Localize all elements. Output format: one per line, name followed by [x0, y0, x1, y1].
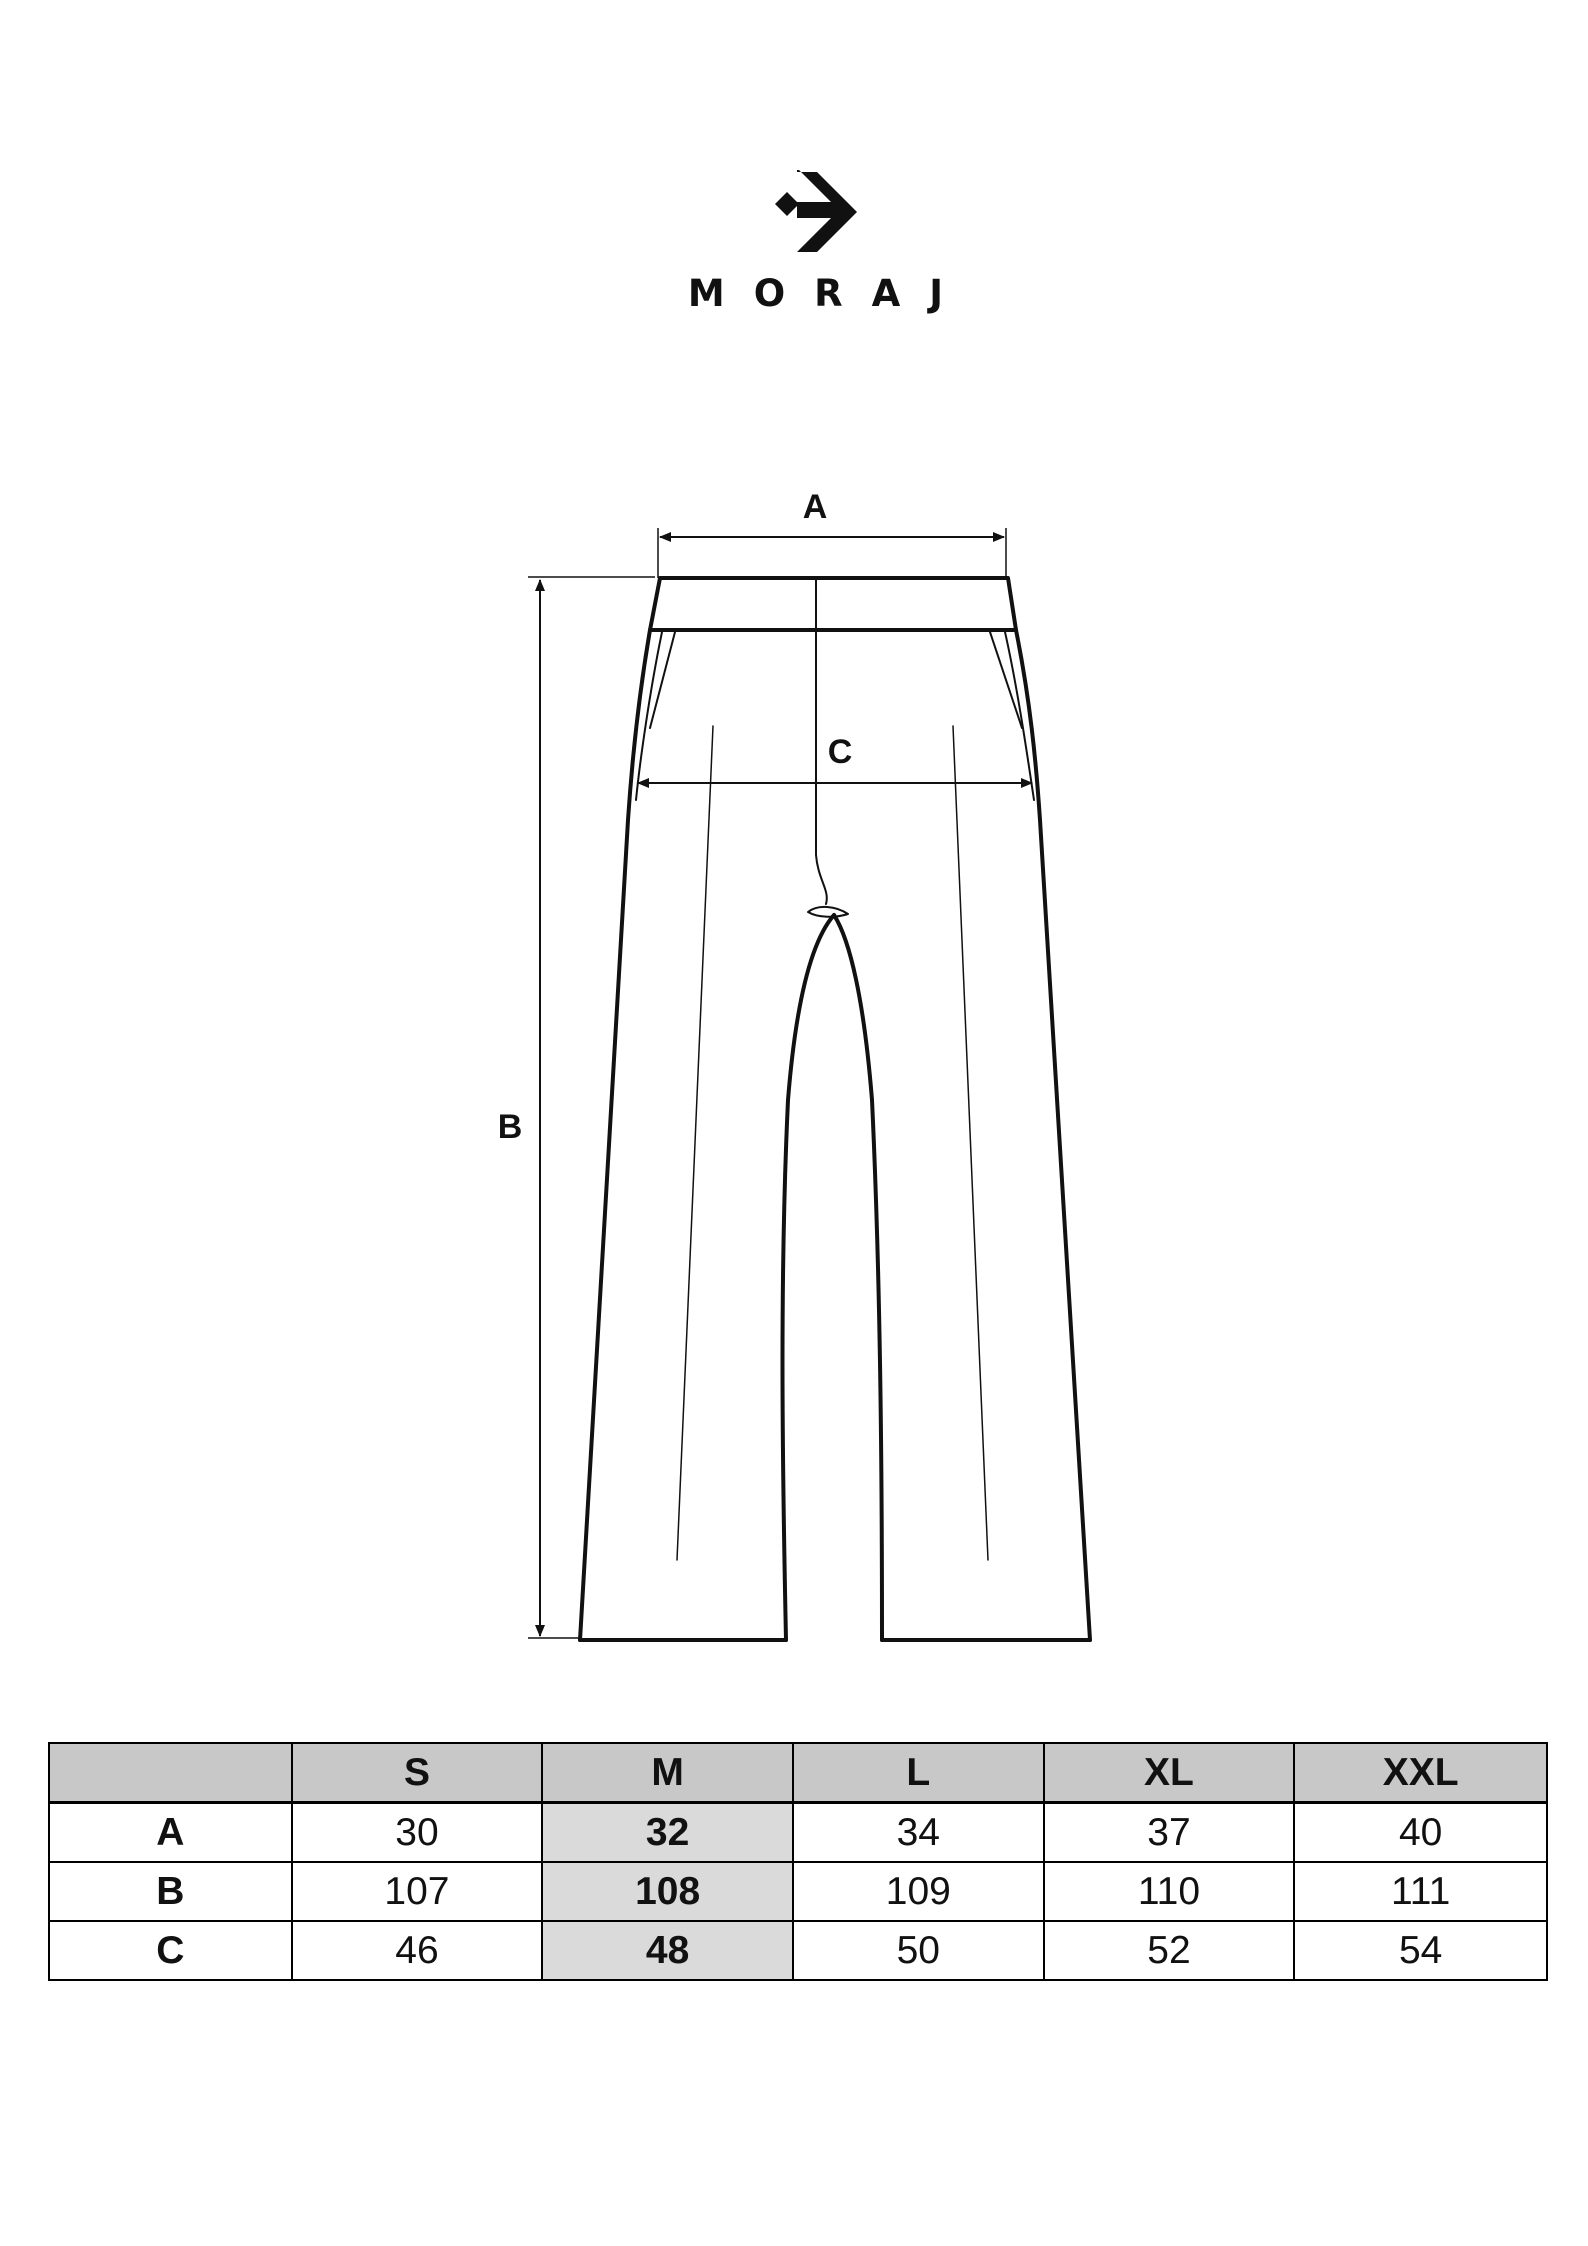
dimension-c: C	[637, 730, 1033, 788]
label-a: A	[803, 488, 828, 526]
table-cell: 111	[1293, 1861, 1548, 1922]
trousers-outline	[578, 576, 1092, 1642]
table-row: B 107 108 109 110 111	[48, 1861, 1548, 1922]
brand-name: MORAJ	[687, 272, 973, 315]
trousers-diagram: A B C	[498, 488, 1092, 1642]
row-label: C	[48, 1920, 293, 1981]
table-cell: 54	[1293, 1920, 1548, 1981]
header-corner	[48, 1742, 293, 1804]
table-header-row: S M L XL XXL	[48, 1742, 1548, 1804]
logo-mark-icon	[775, 170, 857, 252]
table-cell: 46	[290, 1920, 544, 1981]
table-cell: 40	[1293, 1801, 1548, 1863]
size-chart-table: S M L XL XXL A 30 32 34 37 40 B 107 108 …	[48, 1742, 1548, 1981]
label-b: B	[498, 1108, 523, 1146]
table-cell: 30	[290, 1801, 544, 1863]
table-cell: 107	[290, 1861, 544, 1922]
table-cell-highlighted: 108	[541, 1861, 794, 1922]
row-label: A	[48, 1801, 293, 1863]
table-cell: 50	[791, 1920, 1045, 1981]
dimension-b: B	[498, 576, 655, 1639]
table-row: A 30 32 34 37 40	[48, 1801, 1548, 1863]
header-size-m: M	[541, 1742, 794, 1804]
table-cell-highlighted: 48	[541, 1920, 794, 1981]
header-size-xl: XL	[1042, 1742, 1296, 1804]
table-cell: 109	[791, 1861, 1045, 1922]
brand-logo	[0, 170, 1588, 330]
header-size-xxl: XXL	[1293, 1742, 1548, 1804]
header-size-l: L	[791, 1742, 1045, 1804]
table-cell-highlighted: 32	[541, 1801, 794, 1863]
table-cell: 110	[1042, 1861, 1296, 1922]
table-row: C 46 48 50 52 54	[48, 1920, 1548, 1981]
table-cell: 52	[1042, 1920, 1296, 1981]
table-cell: 37	[1042, 1801, 1296, 1863]
row-label: B	[48, 1861, 293, 1922]
header-size-s: S	[290, 1742, 544, 1804]
table-cell: 34	[791, 1801, 1045, 1863]
dimension-a: A	[657, 488, 1007, 578]
label-c: C	[828, 733, 853, 771]
